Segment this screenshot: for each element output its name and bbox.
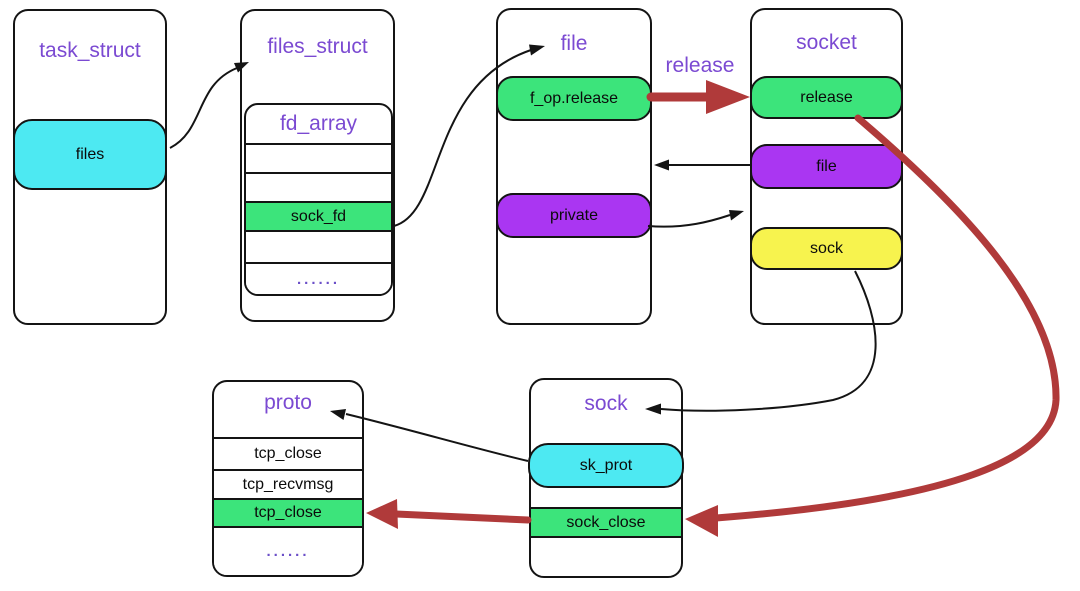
proto-box: proto tcp_close tcp_recvmsg tcp_close ..… bbox=[212, 380, 364, 577]
tcp-close-highlight-row: tcp_close bbox=[214, 498, 362, 526]
arrow-private-to-socket bbox=[647, 214, 731, 228]
sock-close-field: sock_close bbox=[529, 507, 683, 538]
files-struct-box: files_struct fd_array sock_fd ...... bbox=[240, 9, 395, 322]
tcp-close-row: tcp_close bbox=[214, 437, 362, 469]
fd-array-empty-row bbox=[246, 230, 391, 262]
private-field: private bbox=[496, 193, 652, 238]
task-struct-title: task_struct bbox=[39, 39, 141, 62]
arrow-sock-close-to-tcp-close-head bbox=[366, 499, 398, 529]
fd-array-empty-row bbox=[246, 172, 391, 201]
socket-sock-field: sock bbox=[750, 227, 903, 270]
sk-prot-field: sk_prot bbox=[528, 443, 684, 488]
proto-ellipsis-row: ...... bbox=[214, 526, 362, 575]
tcp-recvmsg-row: tcp_recvmsg bbox=[214, 469, 362, 498]
files-field: files bbox=[13, 119, 167, 190]
fd-array-empty-row bbox=[246, 143, 391, 172]
task-struct-box: task_struct files bbox=[13, 9, 167, 325]
fd-array-title: fd_array bbox=[279, 112, 358, 135]
arrow-files-to-files-struct bbox=[169, 67, 238, 149]
arrow-sk-prot-to-proto bbox=[345, 413, 529, 462]
release-path-to-sock-close-head bbox=[685, 505, 718, 537]
arrow-private-to-socket-head bbox=[729, 210, 744, 221]
file-title: file bbox=[560, 32, 588, 55]
files-struct-title: files_struct bbox=[267, 35, 368, 58]
sock-box: sock sk_prot sock_close bbox=[528, 378, 684, 578]
f-op-release-field: f_op.release bbox=[496, 76, 652, 121]
release-arrow-label: release bbox=[665, 54, 735, 77]
sock-title: sock bbox=[584, 392, 628, 415]
release-arrow-head bbox=[706, 80, 750, 114]
socket-box: socket release file sock bbox=[750, 8, 903, 325]
arrow-sock-close-to-tcp-close bbox=[392, 510, 532, 524]
release-field: release bbox=[750, 76, 903, 119]
sock-fd-row: sock_fd bbox=[246, 201, 391, 230]
arrow-socket-file-to-file-head bbox=[654, 159, 669, 171]
file-box: file f_op.release private bbox=[496, 8, 652, 325]
socket-title: socket bbox=[796, 31, 857, 54]
fd-array-table: fd_array sock_fd ...... bbox=[244, 103, 393, 296]
fd-array-ellipsis-row: ...... bbox=[246, 262, 391, 294]
socket-file-field: file bbox=[750, 144, 903, 189]
proto-title: proto bbox=[264, 391, 312, 414]
